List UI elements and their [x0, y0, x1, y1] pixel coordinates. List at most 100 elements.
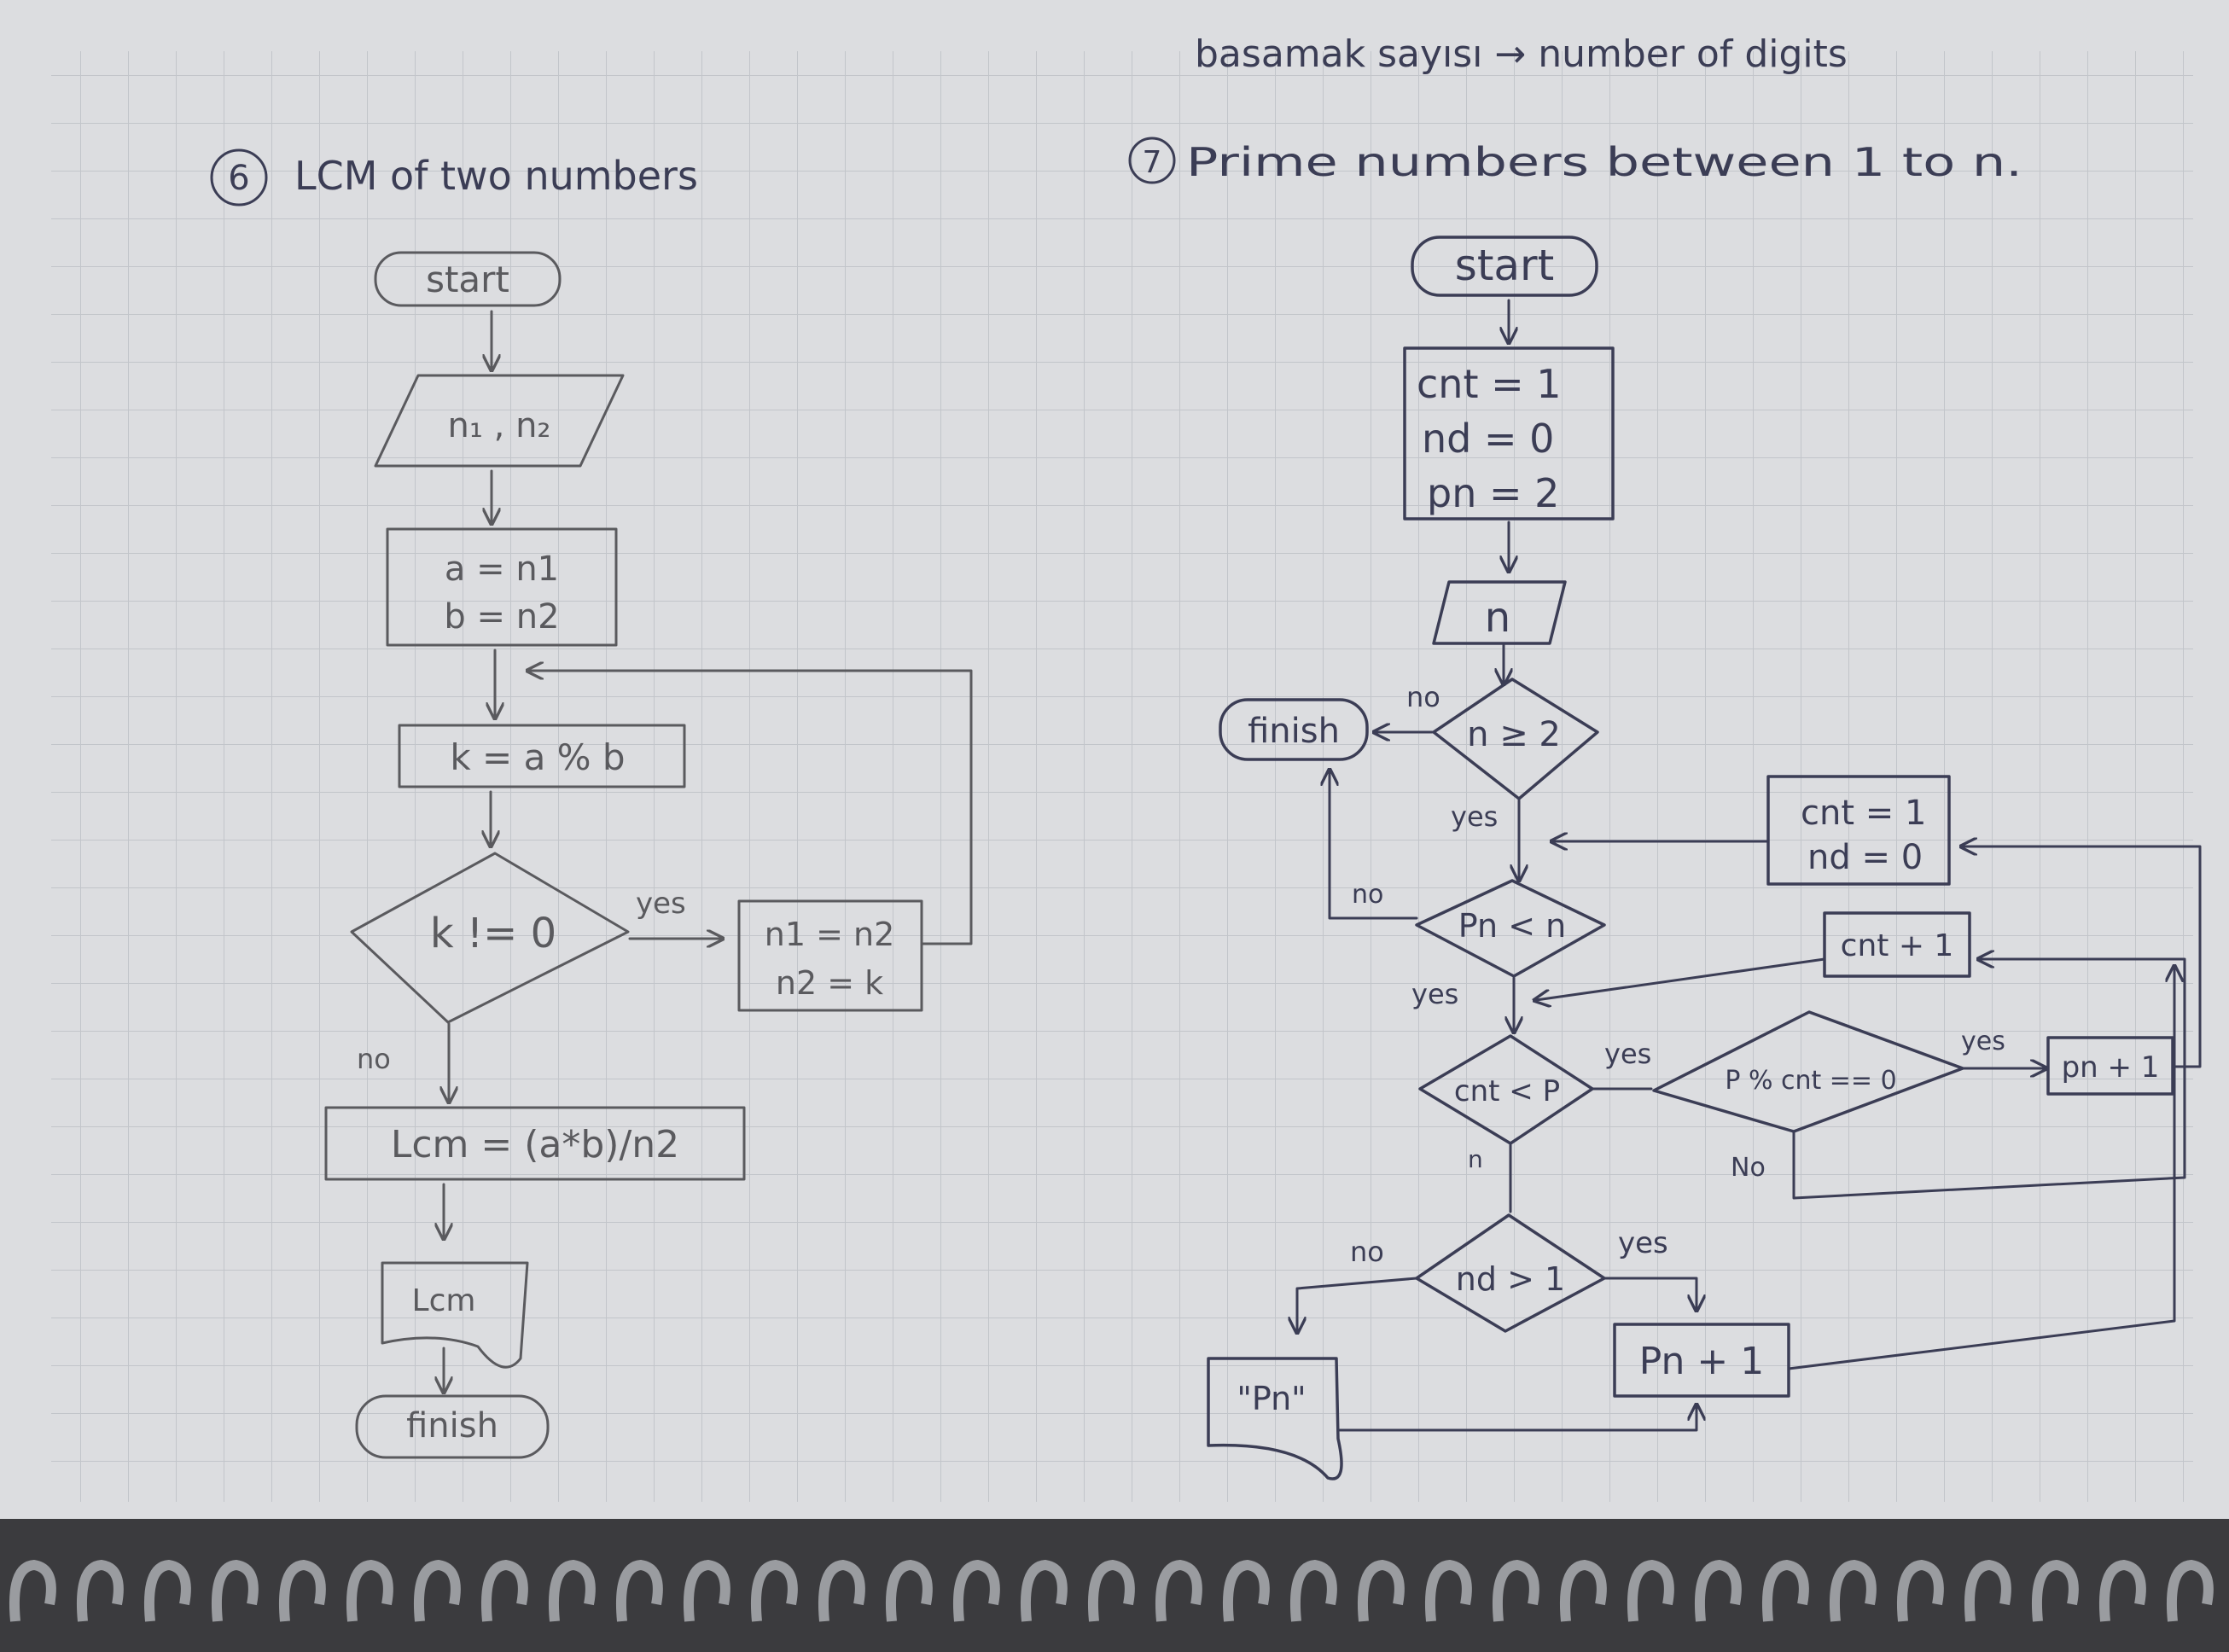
spiral-ring [1289, 1559, 1337, 1622]
lcm-assign-box [386, 527, 618, 647]
spiral-ring [1964, 1559, 2011, 1622]
spiral-ring [750, 1559, 798, 1622]
lcm-flowchart: 6 LCM of two numbers start n₁ , n₂ a = n… [210, 148, 973, 1459]
lcm-swap-2: n2 = k [776, 964, 883, 1002]
lcm-output-document [381, 1261, 529, 1369]
prime-input-label: n [1485, 594, 1510, 642]
prime-cond3-n: n [1468, 1145, 1483, 1173]
prime-cond4-label: P % cnt == 0 [1725, 1066, 1896, 1096]
spiral-ring [1424, 1559, 1472, 1622]
prime-init-pn: pn = 2 [1427, 470, 1559, 516]
prime-pn-inc-loop [1963, 846, 2202, 1068]
prime-pn-plus-box [1613, 1323, 1790, 1398]
lcm-input-label: n₁ , n₂ [448, 406, 551, 445]
prime-cond5-diamond [1415, 1213, 1606, 1333]
prime-cond2-yes: yes [1411, 978, 1458, 1010]
prime-cond3-diamond [1418, 1034, 1594, 1145]
prime-cond3-yes: yes [1604, 1038, 1651, 1070]
prime-cnt-inc-label: cnt + 1 [1841, 928, 1954, 963]
spiral-ring [1694, 1559, 1742, 1622]
prime-cond5-yes: yes [1618, 1226, 1668, 1260]
lcm-loop-arrow [529, 671, 973, 945]
prime-title-number: 7 [1143, 145, 1162, 180]
prime-output-label: "Pn" [1237, 1380, 1306, 1417]
lcm-title-number-circle [210, 148, 268, 206]
prime-cond1-diamond [1432, 678, 1599, 800]
spiral-ring [76, 1559, 124, 1622]
spiral-ring [615, 1559, 663, 1622]
prime-init-box [1403, 346, 1615, 521]
prime-finish-label: finish [1248, 712, 1340, 751]
spiral-ring [2166, 1559, 2214, 1622]
lcm-assign-b: b = n2 [444, 597, 559, 637]
prime-start-terminal [1411, 236, 1598, 297]
prime-cnt-inc-box [1823, 911, 1971, 978]
prime-cond2-no-arrow [1330, 771, 1418, 920]
lcm-condition-diamond [350, 852, 630, 1024]
lcm-swap-box [737, 899, 923, 1012]
prime-cond2-no: no [1352, 880, 1383, 910]
spiral-ring [1155, 1559, 1202, 1622]
spiral-ring [1357, 1559, 1405, 1622]
spiral-ring [548, 1559, 596, 1622]
prime-pn-plus-loop [1787, 968, 2174, 1370]
prime-finish-terminal [1219, 698, 1369, 761]
lcm-assign-a: a = n1 [445, 550, 559, 589]
lcm-result-box [324, 1106, 746, 1181]
spiral-ring [2098, 1559, 2146, 1622]
prime-init-cnt: cnt = 1 [1417, 361, 1562, 407]
spiral-ring [952, 1559, 1000, 1622]
prime-output-arrow [1338, 1406, 1696, 1432]
prime-cond2-label: Pn < n [1458, 907, 1566, 945]
spiral-ring [818, 1559, 865, 1622]
prime-title-number-circle [1128, 137, 1176, 184]
prime-start-label: start [1455, 241, 1554, 290]
spiral-ring [1896, 1559, 1944, 1622]
lcm-mod-box [398, 724, 686, 788]
prime-init-nd: nd = 0 [1422, 416, 1554, 462]
spiral-ring [1020, 1559, 1068, 1622]
lcm-finish-label: finish [406, 1406, 498, 1446]
lcm-start-terminal [374, 251, 562, 307]
prime-flowchart: 7 Prime numbers between 1 to n. start cn… [1128, 137, 2202, 1480]
prime-title: Prime numbers between 1 to n. [1186, 139, 2022, 185]
prime-input-parallelogram [1432, 580, 1567, 645]
prime-pn-plus-label: Pn + 1 [1639, 1340, 1764, 1383]
spiral-ring [885, 1559, 933, 1622]
prime-pn-inc-label: pn + 1 [2062, 1050, 2160, 1085]
prime-cond1-yes: yes [1451, 800, 1498, 833]
lcm-result-label: Lcm = (a*b)/n2 [391, 1123, 679, 1166]
spiral-ring [1087, 1559, 1135, 1622]
lcm-yes-label: yes [636, 887, 686, 921]
prime-reset-box [1766, 775, 1951, 886]
spiral-ring [1761, 1559, 1809, 1622]
spiral-ring [1627, 1559, 1674, 1622]
spiral-ring [2031, 1559, 2079, 1622]
spiral-ring [211, 1559, 259, 1622]
prime-cond3-label: cnt < P [1454, 1074, 1560, 1108]
prime-cond5-yes-arrow [1603, 1277, 1696, 1309]
lcm-mod-label: k = a % b [450, 736, 625, 778]
prime-reset-nd: nd = 0 [1807, 838, 1923, 877]
lcm-finish-terminal [355, 1394, 550, 1459]
lcm-condition-label: k != 0 [430, 910, 556, 957]
prime-cond5-no-arrow [1297, 1277, 1418, 1331]
spiral-ring [480, 1559, 528, 1622]
lcm-title-number: 6 [228, 159, 249, 198]
spiral-ring [9, 1559, 56, 1622]
prime-cond2-diamond [1415, 879, 1606, 978]
spiral-ring [143, 1559, 191, 1622]
prime-cond5-label: nd > 1 [1456, 1260, 1565, 1298]
spiral-ring [683, 1559, 730, 1622]
lcm-input-parallelogram [374, 374, 625, 468]
spiral-ring [1222, 1559, 1270, 1622]
prime-cond1-no: no [1406, 681, 1440, 713]
spiral-binding [9, 1559, 2214, 1622]
lcm-no-label: no [357, 1043, 391, 1075]
spiral-ring [413, 1559, 461, 1622]
lcm-start-label: start [426, 259, 509, 300]
spiral-ring [1829, 1559, 1877, 1622]
lcm-output-label: Lcm [412, 1283, 476, 1318]
prime-cond4-no: No [1731, 1153, 1766, 1183]
